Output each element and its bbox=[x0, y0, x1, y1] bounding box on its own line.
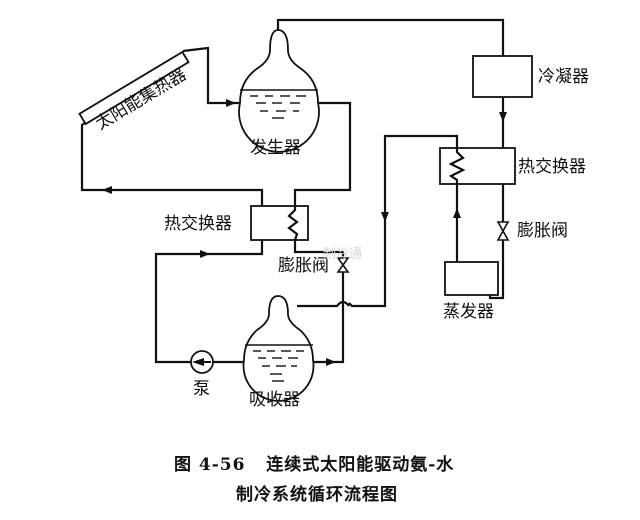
pipe-generator-to-hx bbox=[293, 101, 352, 206]
pipe-generator-to-condenser bbox=[276, 18, 505, 56]
pump-label: 泵 bbox=[193, 379, 210, 399]
caption-line-2: 制冷系统循环流程图 bbox=[236, 484, 398, 505]
evaporator-label: 蒸发器 bbox=[443, 302, 494, 322]
absorber-vessel bbox=[242, 295, 315, 402]
arrow-right-into-generator bbox=[226, 99, 236, 107]
arrow-right-absorber-out bbox=[326, 358, 336, 366]
condenser bbox=[472, 55, 533, 98]
expansion-valve-right-label: 膨胀阀 bbox=[517, 221, 568, 241]
pipe-collector-to-generator bbox=[182, 46, 241, 105]
pipe-valve-to-evaporator bbox=[488, 240, 505, 300]
heat-exchanger-left bbox=[250, 205, 309, 241]
pipe-hx-to-pump bbox=[154, 240, 264, 364]
pump bbox=[190, 350, 214, 374]
generator-label: 发生器 bbox=[250, 138, 301, 158]
caption-line-1: 图 4-56 连续式太阳能驱动氨-水 bbox=[174, 454, 454, 475]
absorber-label: 吸收器 bbox=[249, 390, 300, 410]
heat-exchanger-left-label: 热交换器 bbox=[164, 214, 232, 234]
arrow-up-evaporator-out bbox=[453, 208, 461, 218]
arrow-down-absorber-line bbox=[381, 212, 389, 222]
heat-exchanger-left-coil bbox=[287, 206, 299, 241]
expansion-valve-left-label: 膨胀阀 bbox=[278, 256, 329, 276]
generator-liquid bbox=[250, 95, 306, 119]
arrow-down-condenser-out bbox=[499, 112, 507, 122]
solar-collector bbox=[78, 50, 190, 126]
pipe-crossover-hop bbox=[297, 300, 350, 308]
generator-vessel bbox=[238, 29, 320, 153]
condenser-label: 冷凝器 bbox=[538, 67, 589, 87]
heat-exchanger-right bbox=[439, 147, 516, 185]
expansion-valve-left bbox=[336, 257, 350, 273]
pipe-absorber-to-valve bbox=[313, 272, 345, 364]
expansion-valve-right bbox=[496, 221, 510, 241]
absorber-liquid bbox=[253, 350, 304, 382]
pipe-collector-bottom bbox=[80, 121, 264, 206]
evaporator bbox=[444, 261, 499, 296]
heat-exchanger-right-coil bbox=[448, 148, 466, 184]
arrow-right-hx-bottom bbox=[200, 250, 210, 258]
heat-exchanger-right-label: 热交换器 bbox=[518, 157, 586, 177]
arrow-left-bottom-loop bbox=[102, 186, 112, 194]
watermark: 制冷通 bbox=[323, 247, 362, 262]
pipe-valve-to-hx-coil bbox=[293, 240, 345, 258]
